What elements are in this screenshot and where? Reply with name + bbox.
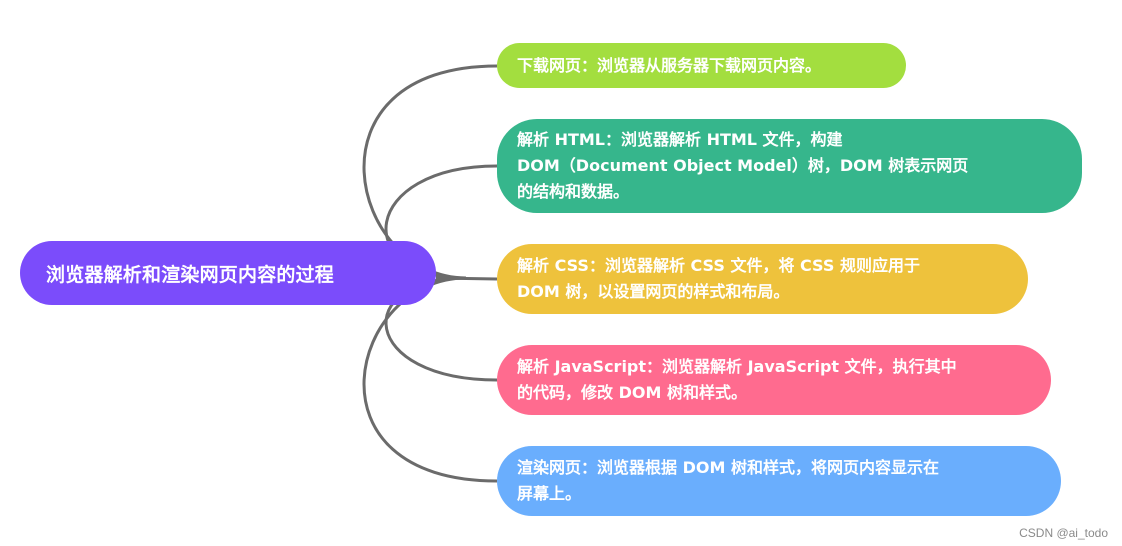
- branch-node-download: 下载网页：浏览器从服务器下载网页内容。: [497, 43, 906, 88]
- branch-node-text: 解析 JavaScript：浏览器解析 JavaScript 文件，执行其中 的…: [517, 354, 957, 406]
- branch-line: 解析 HTML：浏览器解析 HTML 文件，构建: [517, 130, 843, 149]
- branch-node-render: 渲染网页：浏览器根据 DOM 树和样式，将网页内容显示在 屏幕上。: [497, 446, 1061, 516]
- connector-branch-2: [384, 164, 498, 280]
- branch-line: DOM（Document Object Model）树，DOM 树表示网页: [517, 156, 969, 175]
- branch-line: 解析 JavaScript：浏览器解析 JavaScript 文件，执行其中: [517, 357, 957, 376]
- branch-node-text: 下载网页：浏览器从服务器下载网页内容。: [517, 53, 821, 79]
- branch-line: 的结构和数据。: [517, 182, 630, 201]
- root-node-label: 浏览器解析和渲染网页内容的过程: [46, 263, 335, 286]
- branch-line: DOM 树，以设置网页的样式和布局。: [517, 282, 790, 301]
- branch-node-parse-javascript: 解析 JavaScript：浏览器解析 JavaScript 文件，执行其中 的…: [497, 345, 1051, 415]
- connector-branch-4: [384, 276, 498, 382]
- branch-line: 下载网页：浏览器从服务器下载网页内容。: [517, 55, 822, 75]
- branch-node-parse-html: 解析 HTML：浏览器解析 HTML 文件，构建 DOM（Document Ob…: [497, 119, 1082, 213]
- branch-line: 的代码，修改 DOM 树和样式。: [517, 383, 747, 402]
- watermark: CSDN @ai_todo: [1019, 526, 1108, 540]
- branch-line: 屏幕上。: [517, 484, 582, 503]
- branch-node-parse-css: 解析 CSS：浏览器解析 CSS 文件，将 CSS 规则应用于 DOM 树，以设…: [497, 244, 1028, 314]
- branch-node-text: 解析 CSS：浏览器解析 CSS 文件，将 CSS 规则应用于 DOM 树，以设…: [517, 253, 920, 305]
- root-node: 浏览器解析和渲染网页内容的过程: [20, 241, 436, 305]
- branch-line: 解析 CSS：浏览器解析 CSS 文件，将 CSS 规则应用于: [517, 256, 920, 275]
- branch-node-text: 解析 HTML：浏览器解析 HTML 文件，构建 DOM（Document Ob…: [517, 127, 968, 205]
- branch-node-text: 渲染网页：浏览器根据 DOM 树和样式，将网页内容显示在 屏幕上。: [517, 455, 939, 507]
- branch-line: 渲染网页：浏览器根据 DOM 树和样式，将网页内容显示在: [517, 458, 939, 477]
